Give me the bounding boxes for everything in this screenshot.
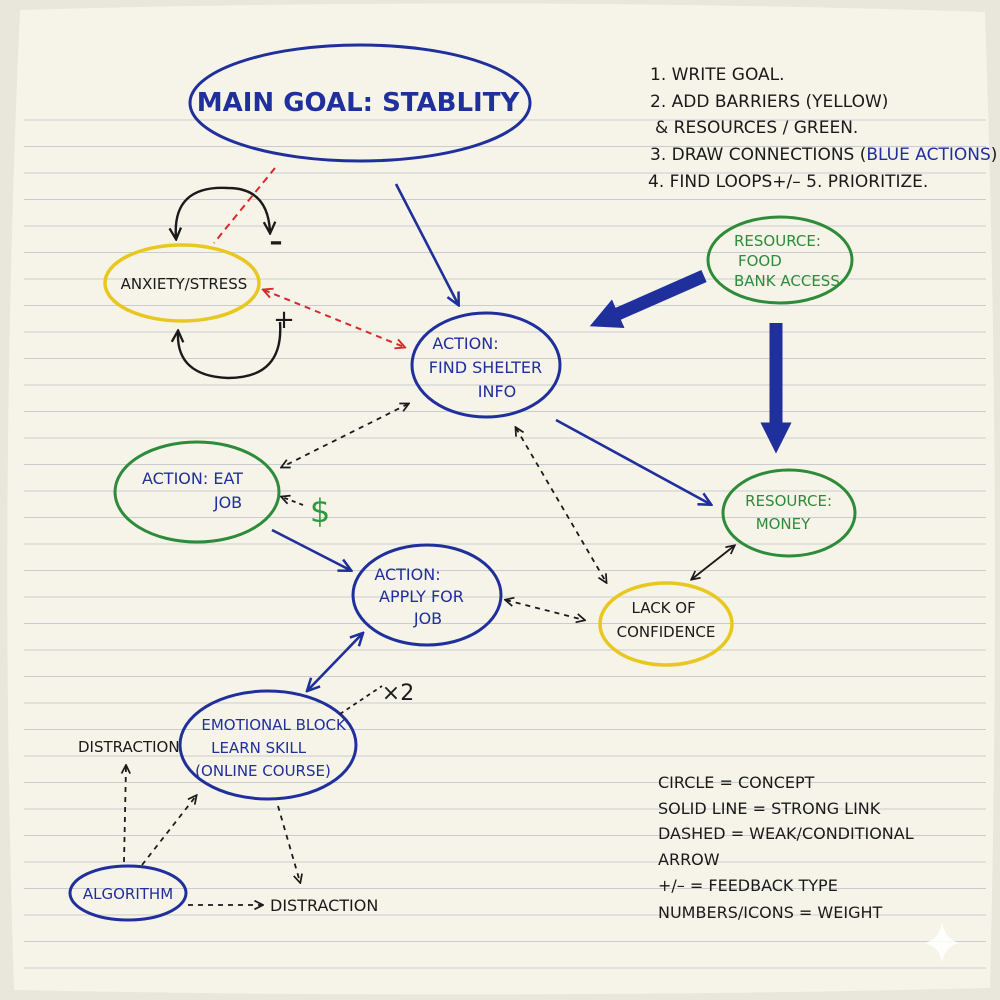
positive-loop-arrow [178, 321, 282, 380]
eat-job-label: ACTION: EAT JOB [142, 469, 248, 512]
algorithm-circle [68, 864, 188, 922]
times-two-label: ×2 [382, 681, 414, 706]
positive-loop-sign: + [273, 305, 295, 335]
dashed-emotional-distraction [277, 805, 300, 882]
dashed-shelter-eat-job [282, 404, 408, 467]
dashed-apply-confidence [506, 600, 584, 620]
steps-list: 1. WRITE GOAL. 2. ADD BARRIERS (YELLOW) … [648, 65, 997, 192]
algorithm-label: ALGORITHM [83, 885, 173, 903]
step-3: 3. DRAW CONNECTIONS (BLUE ACTIONS) [650, 145, 997, 165]
find-shelter-line-1: ACTION: [432, 334, 498, 353]
find-shelter-label: ACTION: FIND SHELTER INFO [429, 334, 547, 401]
lack-confidence-line-2: CONFIDENCE [617, 623, 716, 641]
lack-confidence-label: LACK OF CONFIDENCE [617, 599, 716, 641]
dashed-algorithm-emotional [141, 796, 196, 866]
dollar-icon: $ [310, 492, 330, 530]
red-dashed-goal-anxiety [213, 167, 276, 244]
find-shelter-circle [410, 311, 562, 419]
negative-loop-arrow [176, 186, 270, 238]
dashed-times-two-link [339, 685, 383, 715]
lack-confidence-circle [598, 581, 734, 667]
legend-line-1: CIRCLE = CONCEPT [658, 773, 815, 792]
food-bank-line-1: RESOURCE: [734, 232, 821, 250]
arrow-eat-job-to-apply [271, 528, 350, 570]
sparkle-icon [924, 922, 960, 962]
negative-loop-sign: – [270, 227, 283, 257]
step-2: 2. ADD BARRIERS (YELLOW) [650, 92, 888, 112]
eat-job-line-2: JOB [213, 493, 242, 512]
thick-arrow-food-to-shelter [589, 270, 707, 328]
food-bank-line-3: BANK ACCESS [734, 272, 840, 290]
distraction-bottom-label: DISTRACTION [270, 896, 378, 915]
eat-job-line-1: ACTION: EAT [142, 469, 243, 488]
step-3-suffix: ) [991, 145, 998, 165]
apply-job-label: ACTION: APPLY FOR JOB [374, 565, 469, 628]
arrow-goal-to-shelter [394, 183, 458, 304]
apply-job-line-1: ACTION: [374, 565, 440, 584]
money-label: RESOURCE: MONEY [745, 492, 837, 533]
money-line-1: RESOURCE: [745, 492, 832, 510]
money-line-2: MONEY [756, 515, 811, 533]
eat-job-circle [113, 440, 281, 544]
anxiety-label: ANXIETY/STRESS [121, 275, 248, 293]
legend: CIRCLE = CONCEPT SOLID LINE = STRONG LIN… [658, 773, 914, 922]
distraction-left-label: DISTRACTION [78, 738, 180, 756]
main-goal-circle [188, 43, 532, 163]
main-goal-label: MAIN GOAL: STABLITY [197, 88, 521, 118]
paper-sheet [7, 3, 995, 995]
legend-line-2: SOLID LINE = STRONG LINK [658, 799, 881, 818]
dashed-dollar-link [282, 497, 304, 506]
step-1: 1. WRITE GOAL. [650, 65, 785, 85]
step-2b: & RESOURCES / GREEN. [655, 118, 858, 138]
step-3-prefix: 3. DRAW CONNECTIONS ( [650, 145, 866, 165]
money-circle [721, 468, 857, 558]
step-3-highlight: BLUE ACTIONS [866, 145, 990, 165]
apply-job-circle [351, 543, 503, 647]
apply-job-line-2: APPLY FOR [379, 587, 464, 606]
legend-line-6: NUMBERS/ICONS = WEIGHT [658, 903, 883, 922]
emotional-block-line-1: EMOTIONAL BLOCK [201, 716, 347, 734]
food-bank-circle [706, 215, 854, 305]
legend-line-3: DASHED = WEAK/CONDITIONAL [658, 824, 914, 843]
emotional-block-line-3: (ONLINE COURSE) [195, 762, 331, 780]
step-4: 4. FIND LOOPS+/– 5. PRIORITIZE. [648, 172, 928, 192]
food-bank-label: RESOURCE: FOOD BANK ACCESS [734, 232, 840, 290]
anxiety-circle [103, 243, 261, 323]
apply-job-line-3: JOB [413, 609, 442, 628]
emotional-block-circle [178, 689, 358, 801]
legend-line-5: +/– = FEEDBACK TYPE [658, 876, 838, 895]
emotional-block-line-2: LEARN SKILL [211, 739, 307, 757]
dashed-algorithm-distraction-left [124, 766, 126, 863]
arrow-confidence-money [692, 546, 734, 579]
emotional-block-label: EMOTIONAL BLOCK LEARN SKILL (ONLINE COUR… [195, 716, 350, 780]
find-shelter-line-3: INFO [478, 382, 516, 401]
lack-confidence-line-1: LACK OF [632, 599, 696, 617]
find-shelter-line-2: FIND SHELTER [429, 358, 542, 377]
food-bank-line-2: FOOD [738, 252, 782, 270]
arrow-apply-emotional [308, 634, 362, 690]
legend-line-4: ARROW [658, 850, 720, 869]
red-dashed-anxiety-shelter [264, 290, 404, 347]
